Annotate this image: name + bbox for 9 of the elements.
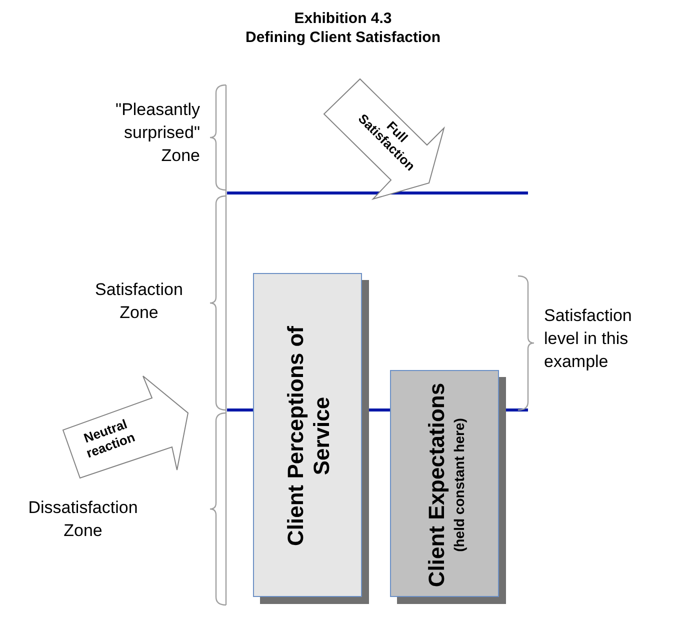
zone-label: Satisfaction Zone xyxy=(94,279,184,324)
bar-title: Client Perceptions of Service xyxy=(282,324,334,548)
annotation-text: Satisfaction level in this example xyxy=(544,305,633,373)
diagram-subtitle: Defining Client Satisfaction xyxy=(244,28,442,48)
bar-subtitle: (held constant here) xyxy=(450,418,468,552)
bar-title: Client Expectations xyxy=(424,382,450,587)
zone-label: "Pleasantly surprised" Zone xyxy=(114,99,200,167)
zone-label: Dissatisfaction Zone xyxy=(27,497,139,542)
diagram-title: Exhibition 4.3 xyxy=(293,9,393,29)
